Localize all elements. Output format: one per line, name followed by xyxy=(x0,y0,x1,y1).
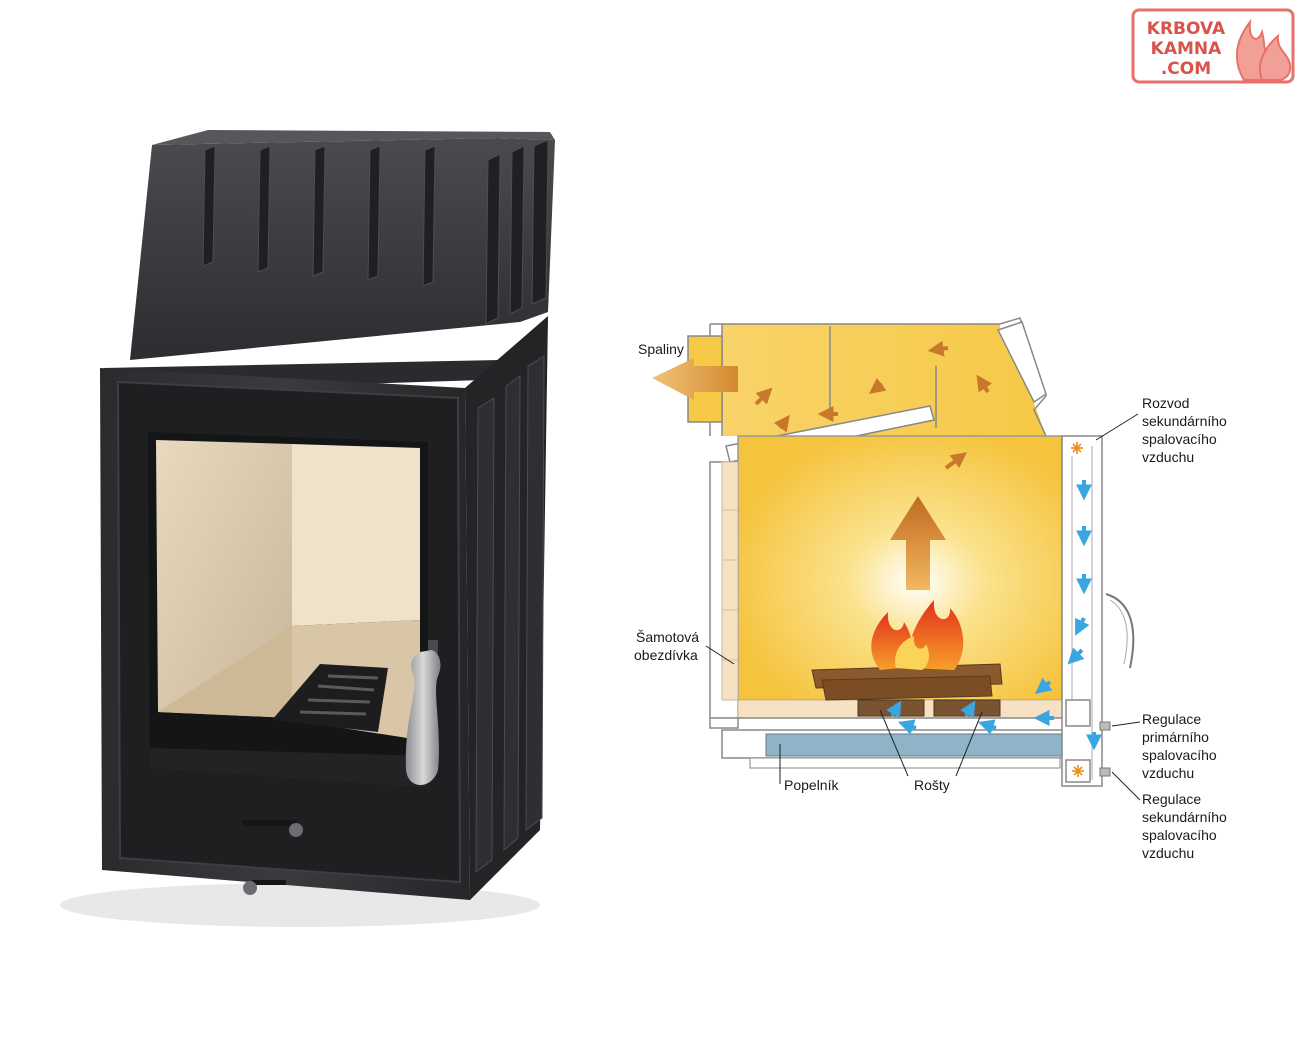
label-samotova-2: obezdívka xyxy=(634,647,698,663)
leader-lines xyxy=(705,413,1141,801)
heat-exchanger-box xyxy=(130,138,555,360)
label-spaliny: Spaliny xyxy=(638,341,684,357)
heat-up-arrow xyxy=(890,496,946,590)
ash-damper-handle[interactable] xyxy=(242,820,303,837)
label-popelnik: Popelník xyxy=(784,777,839,793)
label-rozvod-4: vzduchu xyxy=(1142,449,1194,465)
label-rozvod-1: Rozvod xyxy=(1142,395,1189,411)
hot-air-arrows xyxy=(754,340,992,470)
flame-icon xyxy=(871,600,964,670)
label-samotova-1: Šamotová xyxy=(636,629,699,645)
schematic-diagram: Spaliny Šamotová obezdívka Popelník Rošt… xyxy=(634,317,1227,861)
label-rozvod-2: sekundárního xyxy=(1142,413,1227,429)
logo-line-1: KRBOVA xyxy=(1147,19,1226,39)
label-rozvod-3: spalovacího xyxy=(1142,431,1217,447)
brand-logo[interactable]: KRBOVA KAMNA .COM xyxy=(1131,8,1295,84)
exchanger-fins xyxy=(202,139,549,325)
logo-line-2: KAMNA xyxy=(1151,39,1222,59)
label-reg-sek-3: spalovacího xyxy=(1142,827,1217,843)
ash-pan xyxy=(765,733,1065,757)
door-handle[interactable] xyxy=(405,640,441,785)
label-reg-prim-2: primárního xyxy=(1142,729,1209,745)
label-reg-prim-3: spalovacího xyxy=(1142,747,1217,763)
exhaust-arrow xyxy=(652,358,738,400)
grate-icon xyxy=(272,664,388,732)
logs-icon xyxy=(811,663,1003,701)
cold-air-arrows xyxy=(886,480,1102,751)
door-handle-icon xyxy=(1105,593,1135,669)
air-inlet-icon xyxy=(1071,442,1083,454)
label-reg-sek-2: sekundárního xyxy=(1142,809,1227,825)
air-inlet-icon xyxy=(1072,765,1084,777)
flame-icon xyxy=(1235,18,1292,81)
logo-line-3: .COM xyxy=(1161,59,1211,79)
primary-air-handle[interactable] xyxy=(243,880,286,895)
label-rosty: Rošty xyxy=(914,777,950,793)
label-reg-prim-1: Regulace xyxy=(1142,711,1201,727)
label-reg-prim-4: vzduchu xyxy=(1142,765,1194,781)
label-reg-sek-4: vzduchu xyxy=(1142,845,1194,861)
fireplace-insert-image xyxy=(60,130,555,927)
side-fins xyxy=(475,355,545,874)
label-reg-sek-1: Regulace xyxy=(1142,791,1201,807)
